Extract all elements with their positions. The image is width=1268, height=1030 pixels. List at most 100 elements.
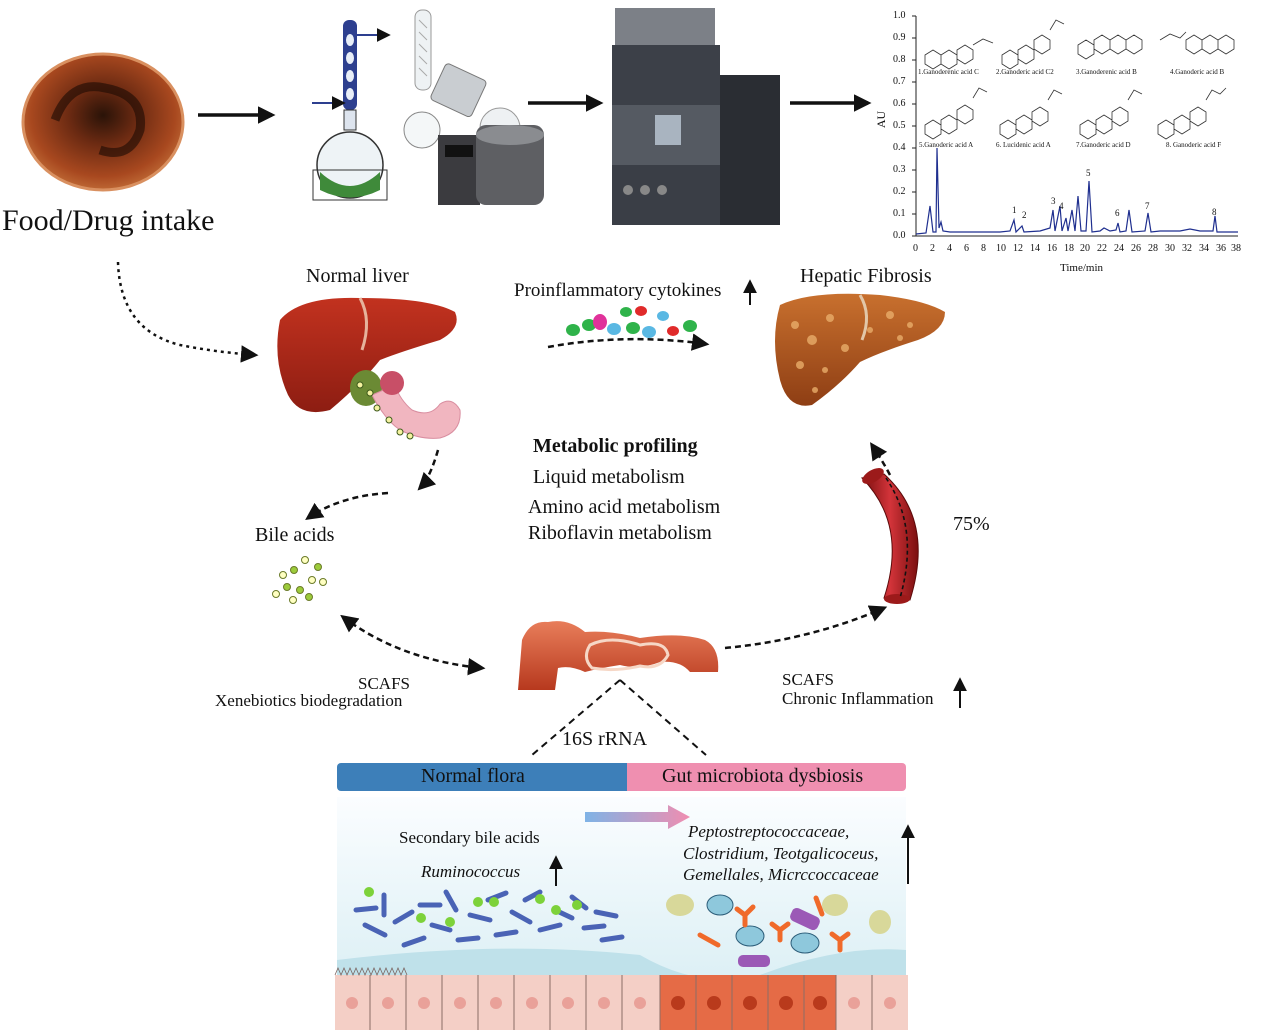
- peak-label: 2: [1022, 210, 1027, 220]
- compound-label: 4.Ganoderic acid B: [1170, 68, 1225, 76]
- dashed-arrow-to-bile: [305, 491, 389, 520]
- hplc-instrument-icon: [612, 8, 780, 225]
- x-tick: 2: [930, 243, 935, 254]
- y-tick: 0.1: [893, 208, 906, 219]
- dashed-arrow-colon-vessel: [724, 605, 888, 650]
- cytokines-label: Proinflammatory cytokines: [514, 280, 722, 301]
- y-tick: 0.3: [893, 164, 906, 175]
- bile-acids-label: Bile acids: [255, 524, 335, 546]
- vessel-percent: 75%: [953, 513, 990, 535]
- x-tick: 32: [1182, 243, 1192, 254]
- y-tick: 0.9: [893, 32, 906, 43]
- molecule-structures-icon: [924, 19, 1235, 140]
- fibrotic-liver-icon: [775, 293, 945, 406]
- blood-vessel-icon: [860, 468, 919, 604]
- rrna-label: 16S rRNA: [562, 728, 648, 750]
- y-tick: 0.0: [893, 230, 906, 241]
- dashed-arrow-cytokines: [547, 333, 710, 351]
- intake-label: Food/Drug intake: [2, 204, 215, 237]
- dysbiosis-taxa-line: Gemellales, Micrccoccaceae: [683, 865, 879, 884]
- right-gut-line2: Chronic Inflammation: [782, 689, 934, 708]
- dysbiosis-taxa-line: Clostridium, Teotgalicoceus,: [683, 844, 879, 863]
- metabolic-title: Metabolic profiling: [533, 435, 698, 457]
- dashed-arrow-liver-bile: [417, 449, 440, 491]
- chromatogram-trace: [915, 147, 1238, 235]
- normal-flora-bar: [337, 763, 627, 791]
- x-tick: 28: [1148, 243, 1158, 254]
- dysbiosis-label: Gut microbiota dysbiosis: [662, 765, 864, 787]
- compound-label: 7.Ganoderic acid D: [1076, 141, 1131, 149]
- x-tick: 0: [913, 243, 918, 254]
- extraction-apparatus-icon: [312, 20, 391, 201]
- dysbiosis-microbes-icon: [666, 894, 891, 967]
- y-tick: 0.2: [893, 186, 906, 197]
- x-tick: 18: [1064, 243, 1074, 254]
- x-tick: 4: [947, 243, 952, 254]
- colon-icon: [518, 621, 719, 690]
- peak-label: 8: [1212, 207, 1217, 217]
- dysbiosis-bar: [627, 763, 906, 791]
- fibrosis-label: Hepatic Fibrosis: [800, 265, 932, 287]
- secondary-bile-label: Secondary bile acids: [399, 828, 540, 847]
- peak-label: 4: [1059, 201, 1064, 211]
- metabolic-item: Riboflavin metabolism: [528, 522, 712, 544]
- x-axis-label: Time/min: [1060, 262, 1103, 274]
- ruminococcus-label: Ruminococcus: [421, 862, 521, 881]
- compound-label: 8. Ganoderic acid F: [1166, 141, 1222, 149]
- x-tick: 6: [964, 243, 969, 254]
- mushroom-icon: [21, 52, 185, 192]
- epithelium-cells: [334, 966, 908, 1030]
- compound-label: 5.Ganoderic acid A: [919, 141, 974, 149]
- y-tick: 0.5: [893, 120, 906, 131]
- compound-label: 3.Ganoderenic acid B: [1076, 68, 1137, 76]
- bile-acid-dots-icon: [272, 556, 327, 604]
- cytokine-dots-icon: [566, 306, 697, 338]
- x-tick: 14: [1030, 243, 1040, 254]
- y-tick: 0.6: [893, 98, 906, 109]
- metabolic-item: Liquid metabolism: [533, 466, 685, 488]
- x-tick: 38: [1231, 243, 1241, 254]
- x-tick: 26: [1131, 243, 1141, 254]
- y-axis-label: AU: [874, 110, 889, 129]
- x-tick: 24: [1114, 243, 1124, 254]
- peak-label: 5: [1086, 168, 1091, 178]
- peak-label: 7: [1145, 201, 1150, 211]
- x-tick: 36: [1216, 243, 1226, 254]
- normal-liver-icon: [277, 297, 461, 440]
- x-tick: 10: [996, 243, 1006, 254]
- compound-label: 6. Lucidenic acid A: [996, 141, 1051, 149]
- x-tick: 30: [1165, 243, 1175, 254]
- x-tick: 12: [1013, 243, 1023, 254]
- normal-flora-bacteria-icon: [353, 889, 625, 948]
- compound-label: 1.Ganoderenic acid C: [918, 68, 979, 76]
- dashed-arrow-bile-colon: [340, 614, 486, 676]
- x-tick: 8: [981, 243, 986, 254]
- peak-label: 3: [1051, 196, 1056, 206]
- metabolic-item: Amino acid metabolism: [528, 496, 721, 518]
- normal-flora-label: Normal flora: [421, 765, 525, 787]
- compound-label: 2.Ganoderic acid C2: [996, 68, 1054, 76]
- y-tick: 1.0: [893, 10, 906, 21]
- y-tick: 0.7: [893, 76, 906, 87]
- dotted-arrow-intake-liver: [116, 261, 259, 363]
- dysbiosis-taxa-line: Peptostreptococcaceae,: [688, 822, 850, 841]
- right-gut-line1: SCAFS: [782, 670, 834, 689]
- rotary-evaporator-icon: [403, 9, 544, 205]
- peak-label: 6: [1115, 208, 1120, 218]
- x-tick: 34: [1199, 243, 1209, 254]
- left-gut-line1: SCAFS: [358, 674, 410, 693]
- x-tick: 20: [1080, 243, 1090, 254]
- y-tick: 0.4: [893, 142, 906, 153]
- normal-liver-label: Normal liver: [306, 265, 409, 287]
- gradient-arrow: [585, 805, 690, 829]
- x-tick: 16: [1047, 243, 1057, 254]
- peak-label: 1: [1012, 205, 1017, 215]
- secondary-bile-dots-icon: [364, 887, 582, 927]
- rrna-dash-left: [531, 679, 621, 756]
- x-tick: 22: [1097, 243, 1107, 254]
- left-gut-line2: Xenebiotics biodegradation: [215, 691, 403, 710]
- dashed-arrow-vessel-liver: [870, 442, 892, 476]
- chromatogram: [912, 15, 1238, 237]
- y-tick: 0.8: [893, 54, 906, 65]
